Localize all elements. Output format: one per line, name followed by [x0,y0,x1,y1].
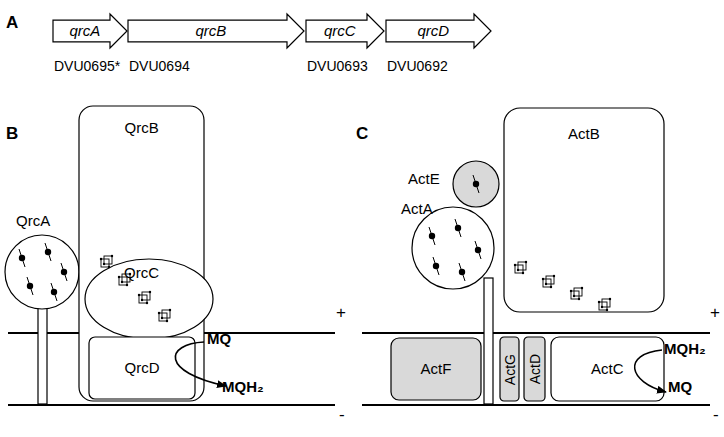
protein-name: ActA [401,200,433,218]
protein-box: ActG [499,336,520,402]
protein-circle: QrcA [4,234,80,310]
protein-circle-outline [411,206,495,290]
locus-tag: DVU0693 [307,57,368,75]
gene-arrow-shape [53,14,127,48]
gene-name: qrcB [196,22,227,40]
anchor-stem [38,300,47,404]
anchor-stem [484,278,493,404]
charge-sign: + [336,304,346,322]
gene-arrow: qrcADVU0695* [52,13,128,49]
protein-shape [500,337,519,401]
protein-box: ActB [503,107,665,313]
protein-shape [85,259,213,339]
protein-name: QrcB [125,119,159,137]
panel-letter: A [6,14,18,32]
protein-name: QrcC [124,264,159,282]
protein-circle: ActE [452,160,500,208]
protein-name: ActD [526,354,544,384]
protein-name: ActC [591,360,624,378]
locus-tag: DVU0692 [387,57,448,75]
protein-shape [453,161,499,207]
protein-name: QrcD [125,359,160,377]
substrate-label: MQH₂ [664,340,706,358]
protein-shape [391,338,481,400]
protein-circle-outline [4,234,80,310]
protein-circle: ActA [411,206,495,290]
protein-shape [5,235,79,309]
charge-sign: - [713,406,719,424]
product-label: MQ [668,378,692,396]
protein-box: ActF [390,337,482,401]
membrane-line [8,404,335,406]
membrane-line [362,404,710,406]
protein-ellipse: QrcC [84,258,214,340]
gene-arrow: qrcBDVU0694 [127,13,305,49]
protein-shape [504,108,664,312]
protein-box: ActC [550,336,665,402]
locus-tag: DVU0695* [54,57,120,75]
gene-name: qrcC [324,22,356,40]
charge-sign: - [339,406,345,424]
gene-arrow: qrcDDVU0692 [385,13,492,49]
protein-shape [79,106,204,401]
locus-tag: DVU0694 [129,57,190,75]
membrane-line [362,332,710,334]
charge-sign: + [710,304,720,322]
gene-name: qrcD [418,22,450,40]
protein-name: QrcA [16,212,50,230]
gene-arrow-shape [128,14,304,48]
protein-name: ActE [408,170,440,188]
protein-shape [551,337,664,401]
protein-shape [89,337,195,399]
protein-box: ActD [523,336,546,402]
product-label: MQH₂ [222,378,264,396]
protein-name: ActB [568,125,600,143]
substrate-label: MQ [207,330,231,348]
gene-name: qrcA [70,22,101,40]
protein-box: QrcD [88,336,196,400]
gene-arrow-shape [306,14,384,48]
protein-shape [524,337,545,401]
panel-letter: C [356,125,368,143]
gene-arrow-shape [386,14,491,48]
protein-name: ActF [421,360,452,378]
panel-letter: B [6,125,18,143]
protein-circle-outline [452,160,500,208]
protein-name: ActG [501,354,519,385]
gene-arrow: qrcCDVU0693 [305,13,385,49]
protein-shape [412,207,494,289]
